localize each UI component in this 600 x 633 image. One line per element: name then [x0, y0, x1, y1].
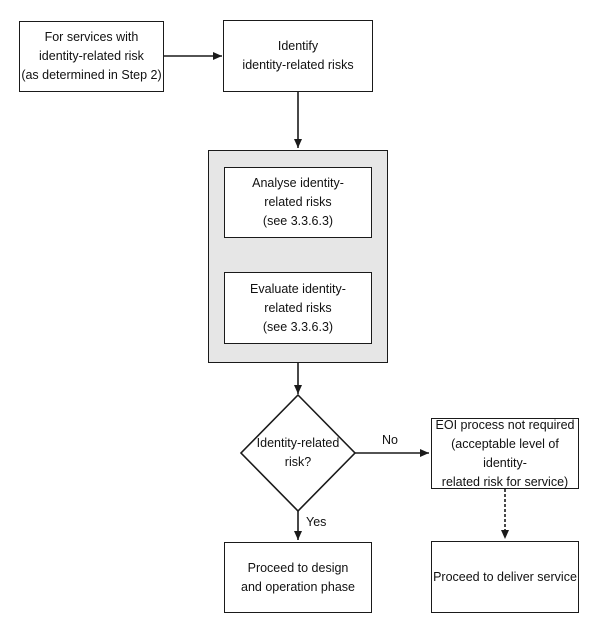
eoi-not-required-node: EOI process not required (acceptable lev…: [431, 418, 579, 489]
yes-edge-label: Yes: [306, 515, 327, 529]
eoi-line-1: EOI process not required: [435, 417, 575, 432]
deliver-service-node: Proceed to deliver service: [431, 541, 579, 613]
evaluate-line-1: Evaluate identity-: [250, 281, 346, 296]
start-node: For services with identity-related risk …: [19, 21, 164, 92]
start-node-line-1: For services with: [44, 30, 139, 44]
analyse-line-1: Analyse identity-: [252, 176, 344, 190]
design-line-2: and operation phase: [241, 579, 355, 594]
design-operation-node: Proceed to design and operation phase: [224, 542, 372, 613]
identify-line-1: Identify: [277, 39, 319, 53]
deliver-line-1: Proceed to deliver service: [433, 569, 577, 584]
start-node-line-2: identity-related risk: [39, 49, 144, 63]
eoi-line-3: related risk for service): [441, 474, 569, 489]
design-line-1: Proceed to design: [247, 560, 349, 575]
analyse-risks-node: Analyse identity- related risks (see 3.3…: [224, 167, 372, 238]
analyse-line-3: (see 3.3.6.3): [262, 214, 334, 228]
decision-diamond: [239, 393, 357, 513]
evaluate-line-3: (see 3.3.6.3): [262, 319, 334, 334]
evaluate-line-2: related risks: [264, 300, 332, 315]
identify-line-2: identity-related risks: [242, 58, 354, 72]
decision-line-2: risk?: [284, 455, 312, 469]
identify-risks-node: Identify identity-related risks: [223, 20, 373, 92]
evaluate-risks-node: Evaluate identity- related risks (see 3.…: [224, 272, 372, 344]
decision-line-1: Identity-related: [256, 436, 340, 450]
no-edge-label: No: [382, 433, 398, 447]
eoi-line-2: (acceptable level of identity-: [451, 436, 559, 470]
start-node-line-3: (as determined in Step 2): [21, 68, 162, 82]
analyse-line-2: related risks: [264, 195, 332, 209]
decision-label: Identity-related risk?: [248, 434, 348, 472]
